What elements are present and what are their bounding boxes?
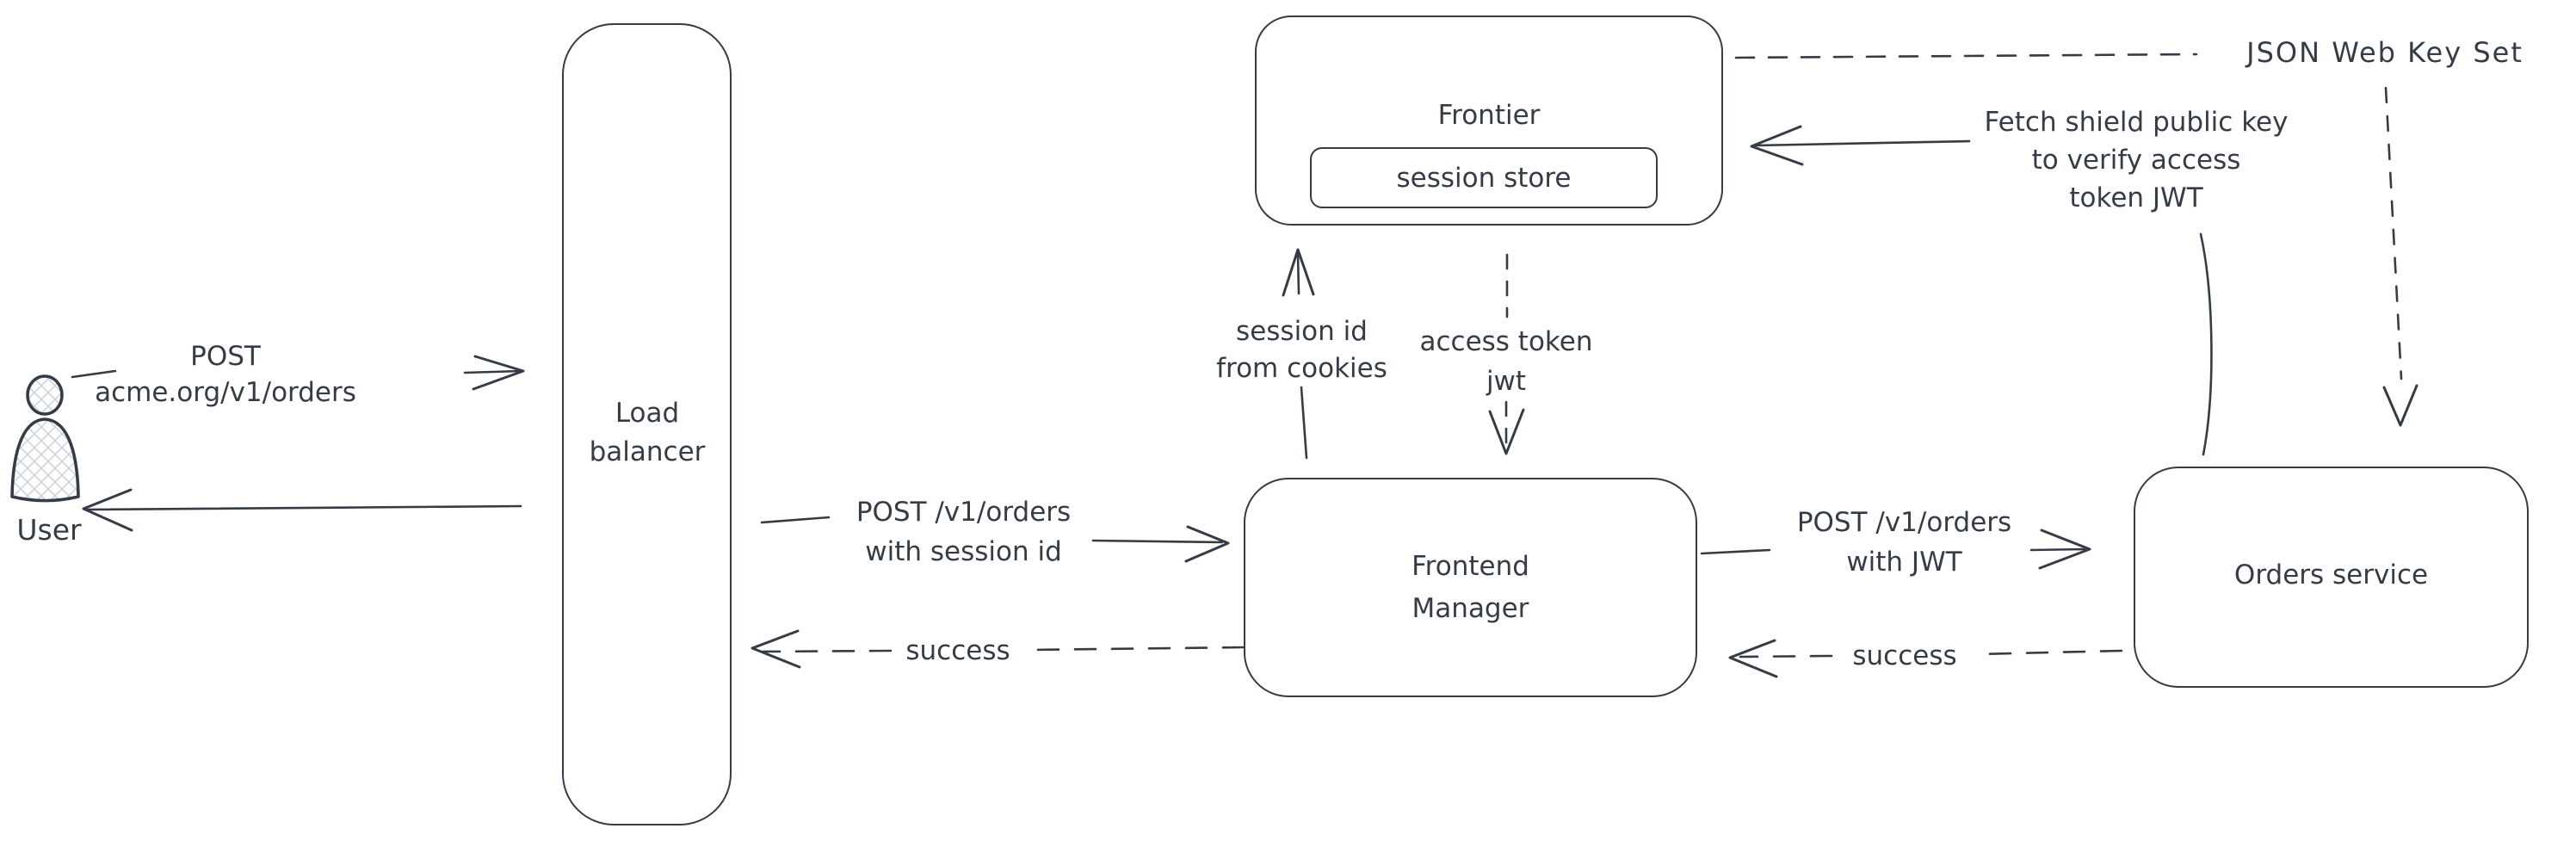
edge-label-line: acme.org/v1/orders <box>95 377 356 408</box>
frontend-manager-label-line2: Manager <box>1412 593 1529 624</box>
edge-label-line: with session id <box>865 536 1062 567</box>
edge-label-line: to verify access <box>2031 145 2241 176</box>
jwks-label[interactable]: JSON Web Key Set <box>2246 36 2523 69</box>
arrow-frontendmanager-to-frontier[interactable] <box>1282 248 1315 460</box>
frontier-label: Frontier <box>1437 100 1541 131</box>
edge-label-line: POST /v1/orders <box>1796 507 2012 538</box>
load-balancer-label: Load balancer <box>564 394 731 472</box>
arrow-loadbalancer-to-user[interactable] <box>82 488 522 532</box>
edge-label-line: POST <box>190 341 261 372</box>
line-frontier-to-jwks[interactable] <box>1734 53 2198 59</box>
edge-label-success-left[interactable]: success <box>905 635 1010 666</box>
arrow-loadbalancer-to-frontendmanager[interactable] <box>760 516 1230 563</box>
arrow-ordersservice-to-frontendmanager-success[interactable] <box>1728 639 2123 678</box>
user-label: User <box>16 513 82 547</box>
edge-label-post-orders-session-id[interactable]: POST /v1/orders with session id <box>815 492 1112 572</box>
edge-label-line: session id <box>1236 316 1368 347</box>
edge-label-access-token-jwt[interactable]: access token jwt <box>1403 322 1609 401</box>
edge-label-line: with JWT <box>1846 547 1962 578</box>
session-store-label: session store <box>1396 163 1572 194</box>
edge-label-line: POST /v1/orders <box>856 497 1072 528</box>
edge-label-line: access token <box>1419 326 1593 357</box>
frontier-node[interactable] <box>1255 15 1723 226</box>
frontend-manager-node[interactable] <box>1244 478 1697 697</box>
load-balancer-label-line1: Load <box>615 398 680 429</box>
frontend-manager-label-line1: Frontend <box>1412 551 1529 582</box>
edge-label-line: from cookies <box>1216 353 1387 384</box>
edge-label-line: token JWT <box>2069 182 2203 213</box>
arrow-frontendmanager-to-ordersservice[interactable] <box>1700 529 2091 570</box>
orders-service-label: Orders service <box>2233 560 2429 590</box>
edge-label-line: jwt <box>1486 366 1527 397</box>
arrow-ordersservice-to-frontier[interactable] <box>1750 125 2213 456</box>
edge-label-line: Fetch shield public key <box>1984 107 2289 138</box>
orders-service-node[interactable] <box>2134 467 2529 688</box>
edge-label-post-orders-jwt[interactable]: POST /v1/orders with JWT <box>1756 503 2053 582</box>
arrow-frontier-to-frontendmanager[interactable] <box>1488 253 1525 455</box>
edge-label-success-right[interactable]: success <box>1852 640 1957 671</box>
arrow-user-to-loadbalancer[interactable] <box>71 355 525 391</box>
frontend-manager-label: Frontend Manager <box>1244 546 1697 630</box>
load-balancer-label-line2: balancer <box>589 436 706 467</box>
arrow-frontendmanager-to-loadbalancer-success[interactable] <box>751 629 1245 669</box>
edge-label-session-id-from-cookies[interactable]: session id from cookies <box>1196 313 1407 387</box>
user-icon[interactable] <box>10 374 80 503</box>
edge-label-post-acme-orders[interactable]: POST acme.org/v1/orders <box>71 338 380 411</box>
arrow-jwks-to-ordersservice[interactable] <box>2382 86 2418 427</box>
load-balancer-node[interactable] <box>562 23 732 825</box>
session-store-node[interactable] <box>1310 147 1658 208</box>
edge-label-fetch-shield-public-key[interactable]: Fetch shield public key to verify access… <box>1955 103 2317 217</box>
